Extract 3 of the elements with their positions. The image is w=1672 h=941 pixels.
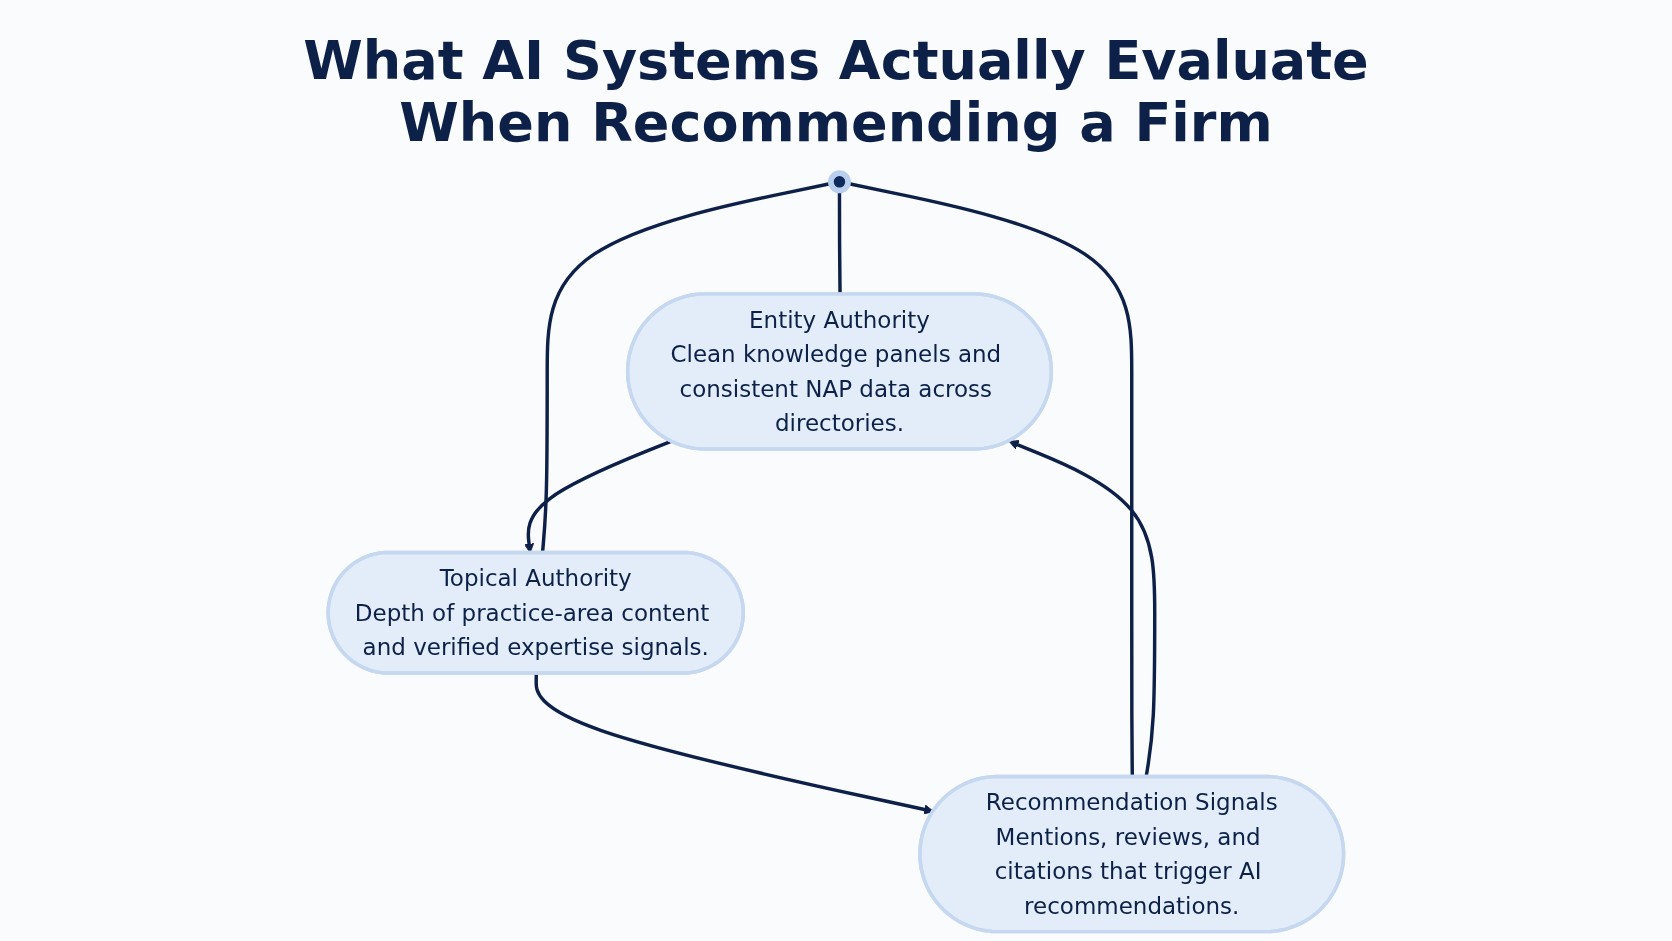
node-circle <box>828 170 852 194</box>
connector <box>837 190 842 295</box>
title: What AI Systems Actually Evaluate When Recommending a Firm <box>302 30 1370 155</box>
